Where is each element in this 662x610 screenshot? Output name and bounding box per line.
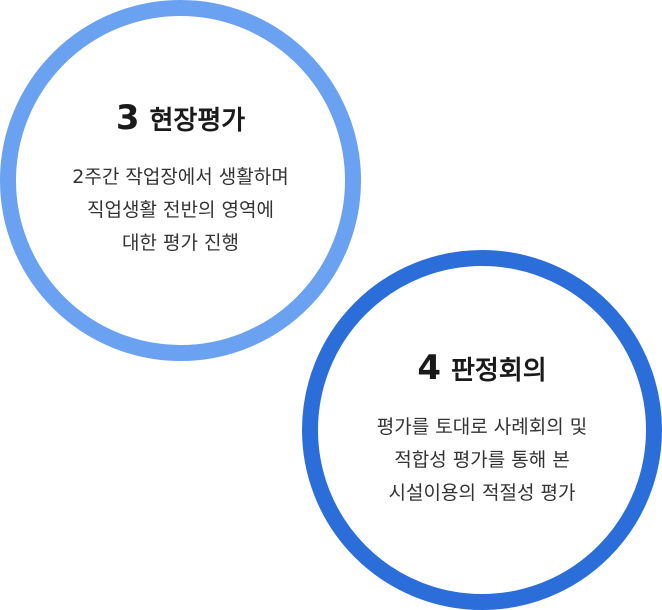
step-3-name: 현장평가 xyxy=(149,106,246,136)
step-4-title: 4 판정회의 xyxy=(417,351,546,385)
step-3-number: 3 xyxy=(115,98,140,138)
step-3-desc-line-3: 대한 평가 진행 xyxy=(122,232,239,254)
step-4-desc-line-2: 적합성 평가를 통해 본 xyxy=(394,448,570,471)
step-3-description: 2주간 작업장에서 생활하며 직업생활 전반의 영역에 대한 평가 진행 xyxy=(72,161,288,260)
step-4-desc-line-3: 시설이용의 적절성 평가 xyxy=(388,481,576,504)
step-4-name: 판정회의 xyxy=(450,355,547,386)
step-3-desc-line-2: 직업생활 전반의 영역에 xyxy=(87,199,274,221)
step-3-circle: 3 현장평가 2주간 작업장에서 생활하며 직업생활 전반의 영역에 대한 평가… xyxy=(0,0,361,361)
step-3-desc-line-1: 2주간 작업장에서 생활하며 xyxy=(72,166,289,188)
step-4-description: 평가를 토대로 사례회의 및 적합성 평가를 통해 본 시설이용의 적절성 평가 xyxy=(377,411,587,510)
step-4-circle: 4 판정회의 평가를 토대로 사례회의 및 적합성 평가를 통해 본 시설이용의… xyxy=(302,250,662,610)
step-3-title: 3 현장평가 xyxy=(116,101,245,135)
step-4-desc-line-1: 평가를 토대로 사례회의 및 xyxy=(376,415,588,438)
step-4-number: 4 xyxy=(417,347,441,388)
